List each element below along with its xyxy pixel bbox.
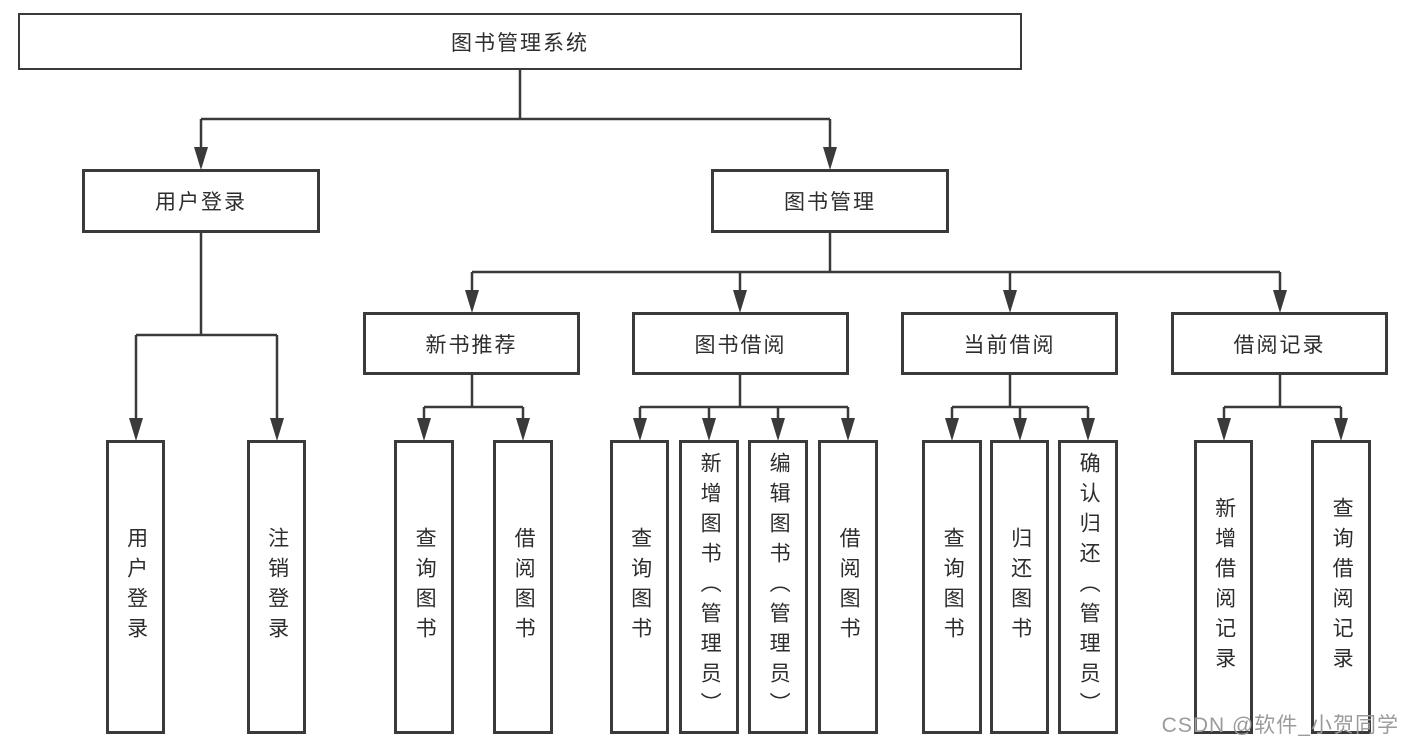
leaf-records-add-record: 新增借阅记录 — [1194, 440, 1253, 734]
leaf-borrow-edit-book-admin: 编辑图书（管理员） — [748, 440, 808, 734]
node-new-book-recommend: 新书推荐 — [363, 312, 580, 375]
node-label: 当前借阅 — [963, 333, 1056, 357]
node-label: 归还图书 — [1008, 527, 1032, 647]
leaf-recommend-query-book: 查询图书 — [394, 440, 454, 734]
node-label: 查询借阅记录 — [1330, 497, 1354, 677]
node-current-borrow: 当前借阅 — [901, 312, 1118, 375]
leaf-borrow-borrow-book: 借阅图书 — [818, 440, 878, 734]
node-label: 借阅图书 — [512, 527, 536, 647]
leaf-recommend-borrow-book: 借阅图书 — [493, 440, 553, 734]
node-label: 查询图书 — [628, 527, 652, 647]
node-book-management: 图书管理 — [711, 169, 949, 233]
leaf-user-login: 用户登录 — [106, 440, 165, 734]
leaf-records-query-record: 查询借阅记录 — [1311, 440, 1371, 734]
node-label: 用户登录 — [155, 191, 247, 214]
node-label: 编辑图书（管理员） — [767, 452, 791, 722]
node-label: 查询图书 — [413, 527, 437, 647]
leaf-logout: 注销登录 — [247, 440, 306, 734]
node-label: 借阅记录 — [1233, 333, 1326, 357]
arrowheads — [129, 147, 1348, 441]
node-borrow-records: 借阅记录 — [1171, 312, 1388, 375]
node-label: 图书管理 — [784, 191, 876, 214]
node-label: 新书推荐 — [425, 333, 518, 357]
node-label: 用户登录 — [124, 527, 148, 647]
node-user-login: 用户登录 — [82, 169, 320, 233]
node-label: 确认归还（管理员） — [1077, 452, 1101, 722]
leaf-current-confirm-return-admin: 确认归还（管理员） — [1058, 440, 1118, 734]
node-label: 图书借阅 — [694, 333, 787, 357]
node-label: 查询图书 — [941, 527, 965, 647]
node-label: 新增图书（管理员） — [698, 452, 722, 722]
leaf-borrow-add-book-admin: 新增图书（管理员） — [679, 440, 739, 734]
node-label: 图书管理系统 — [451, 31, 589, 55]
csdn-watermark: CSDN @软件_小贺同学 — [1161, 714, 1399, 737]
node-book-borrow: 图书借阅 — [632, 312, 849, 375]
connector-paths — [134, 70, 1343, 419]
node-label: 借阅图书 — [837, 527, 861, 647]
node-label: 注销登录 — [265, 527, 289, 647]
leaf-current-return-book: 归还图书 — [990, 440, 1049, 734]
leaf-current-query-book: 查询图书 — [922, 440, 982, 734]
leaf-borrow-query-book: 查询图书 — [610, 440, 669, 734]
node-label: 新增借阅记录 — [1212, 497, 1236, 677]
node-library-management-system: 图书管理系统 — [18, 13, 1022, 70]
